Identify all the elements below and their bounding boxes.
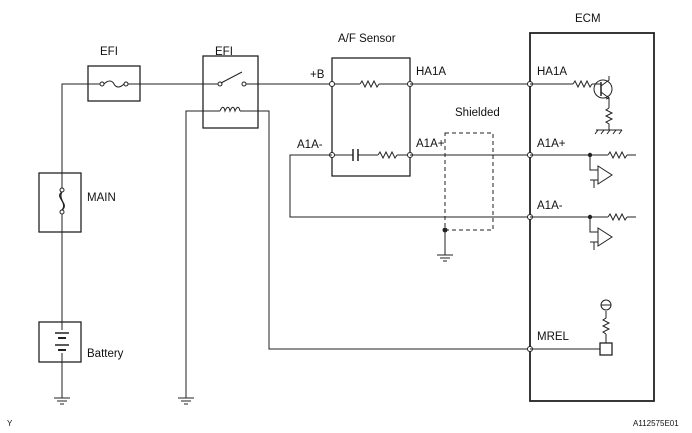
plus-b-label: +B (310, 69, 325, 81)
a1a-plus-sensor-label: A1A+ (416, 138, 445, 150)
power-feed-wires (61, 83, 203, 398)
mrel-label: MREL (537, 331, 570, 343)
signal-wires (289, 83, 530, 218)
corner-left-mark: Y (7, 419, 13, 428)
efi-relay-label: EFI (215, 46, 233, 58)
a1a-plus-junction (587, 152, 593, 158)
main-fuse-symbol (38, 172, 82, 233)
shield-enclosure (444, 132, 494, 255)
efi-fuse-symbol (87, 65, 141, 102)
shield-ground-icon (437, 254, 453, 262)
relay-ground-icon (178, 397, 194, 405)
a1a-plus-ecm-label: A1A+ (537, 138, 566, 150)
battery-ground-icon (54, 397, 70, 405)
mrel-output-circuit (530, 299, 613, 356)
a1a-minus-ecm-label: A1A- (537, 200, 563, 212)
a1a-minus-input-circuit (530, 212, 636, 250)
af-terminal-plus-b (329, 81, 335, 87)
battery-symbol (38, 321, 82, 363)
main-fuse-label: MAIN (87, 192, 116, 204)
efi-relay-symbol (202, 55, 259, 129)
shielded-label: Shielded (455, 107, 500, 119)
af-sensor-title: A/F Sensor (338, 33, 396, 45)
a1a-minus-sensor-label: A1A- (297, 139, 323, 151)
figure-code: A112575E01 (633, 419, 679, 428)
a1a-minus-junction (587, 214, 593, 220)
heater-driver-transistor (530, 76, 614, 130)
ecm-title: ECM (575, 13, 601, 25)
ecm-chassis-ground-icon (594, 129, 623, 135)
af-sensor-box (331, 57, 411, 177)
battery-label: Battery (87, 348, 124, 360)
efi-fuse-label: EFI (100, 46, 118, 58)
ha1a-ecm-label: HA1A (537, 66, 567, 78)
shield-junction (442, 227, 448, 233)
a1a-plus-input-circuit (530, 150, 636, 188)
relay-coil-wires (185, 110, 530, 398)
ha1a-sensor-label: HA1A (416, 66, 446, 78)
